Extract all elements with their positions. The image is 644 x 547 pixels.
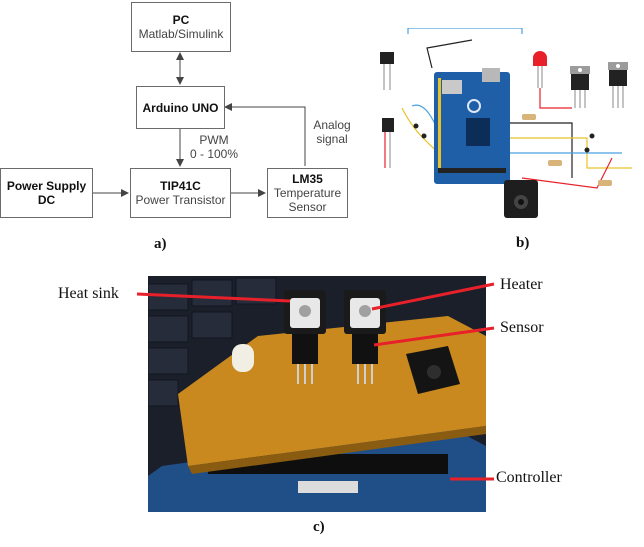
power-supply-line1: Power Supply: [6, 179, 87, 193]
analog-label-line2: signal: [316, 132, 348, 146]
transistor-2-shape: [608, 62, 628, 108]
arduino-title: Arduino UNO: [142, 100, 219, 115]
pwm-label: PWM 0 - 100%: [186, 133, 242, 161]
sensor-title: LM35: [292, 172, 323, 186]
pwm-label-line2: 0 - 100%: [189, 147, 239, 161]
circuit-illustration: [380, 28, 632, 218]
analog-arrow: [224, 103, 306, 166]
power-supply-line2: DC: [37, 193, 56, 207]
callout-sensor: Sensor: [500, 319, 544, 336]
sensor-line: [373, 326, 495, 347]
analog-label-line1: Analog: [313, 118, 351, 132]
sensor-box: LM35 Temperature Sensor: [267, 168, 348, 218]
caption-b: b): [516, 235, 530, 251]
heat-sink-line: [136, 292, 291, 303]
callout-heater: Heater: [500, 276, 543, 293]
arduino-box: Arduino UNO: [136, 86, 225, 129]
heater-shape: [344, 290, 386, 384]
caption-c: c): [313, 519, 325, 535]
pc-subtitle: Matlab/Simulink: [138, 27, 224, 41]
sensor-subtitle-2: Sensor: [288, 200, 327, 214]
heater-line: [371, 282, 495, 311]
power-supply-box: Power Supply DC: [0, 168, 93, 218]
transistor-title: TIP41C: [160, 179, 201, 193]
pc-box: PC Matlab/Simulink: [131, 2, 231, 52]
pc-title: PC: [172, 13, 190, 27]
caption-a: a): [154, 236, 167, 252]
transistor-subtitle: Power Transistor: [135, 193, 226, 207]
callout-heat-sink: Heat sink: [58, 285, 119, 302]
pwm-label-line1: PWM: [199, 133, 229, 147]
callout-controller: Controller: [496, 469, 562, 486]
lm35-shape: [380, 52, 394, 64]
transistor-1-shape: [570, 66, 590, 108]
sensor-subtitle-1: Temperature: [273, 186, 342, 200]
transistor-box: TIP41C Power Transistor: [130, 168, 231, 218]
analog-label: Analog signal: [308, 118, 356, 146]
heat-sink-shape: [284, 290, 326, 384]
